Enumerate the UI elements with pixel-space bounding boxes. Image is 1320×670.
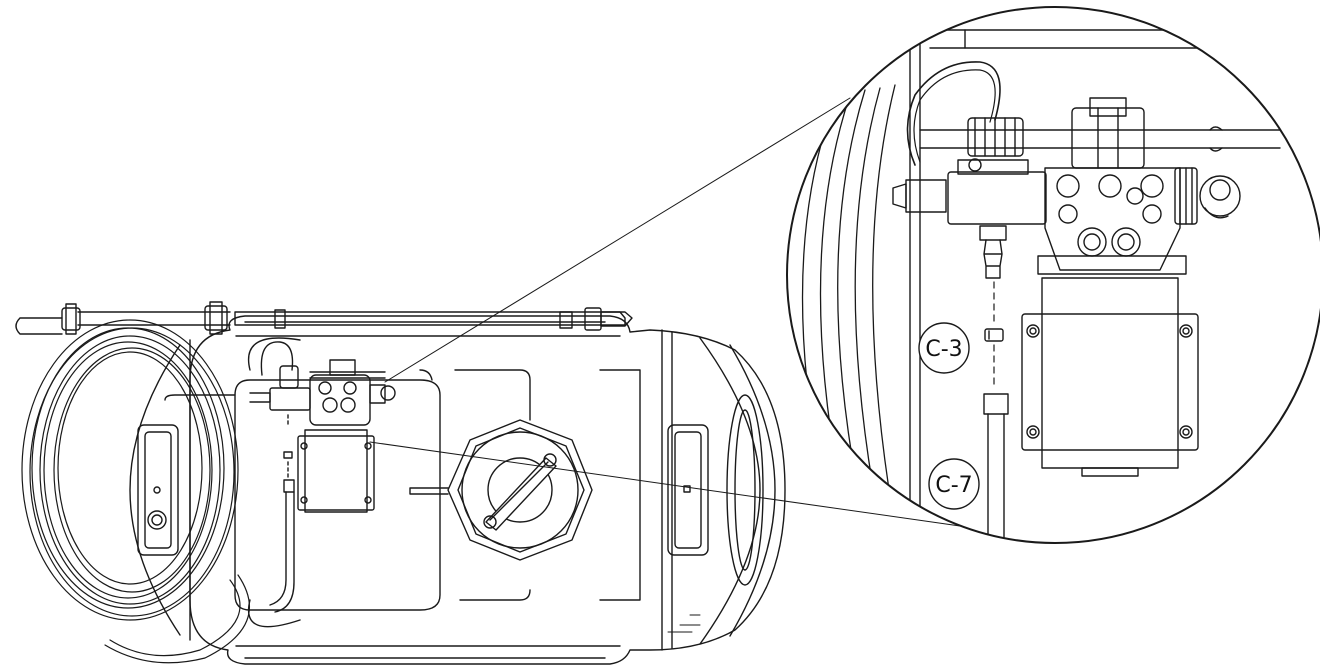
pump-motor — [1022, 278, 1198, 476]
pump-head — [1038, 98, 1240, 274]
hose-coil — [22, 320, 249, 663]
callout-c3: C-3 — [919, 323, 969, 373]
zoom-leader-lines — [370, 98, 960, 526]
callout-c3-label: C-3 — [925, 337, 962, 362]
callout-c7: C-7 — [929, 459, 979, 509]
top-rail — [16, 312, 625, 334]
detail-view: C-3 C-7 — [787, 7, 1320, 560]
control-valve — [893, 118, 1046, 224]
detail-circle-frame — [787, 7, 1320, 543]
part-c3-clamp — [985, 329, 1003, 341]
tank-body — [190, 316, 785, 664]
rail-fitting-left — [62, 302, 285, 334]
callout-c7-label: C-7 — [935, 473, 972, 498]
rail-fitting-right — [560, 308, 632, 330]
tank-lid — [410, 420, 592, 560]
pump-assembly-small — [250, 342, 395, 612]
sprayer-tank — [16, 302, 785, 664]
hose-barb — [980, 226, 1006, 278]
